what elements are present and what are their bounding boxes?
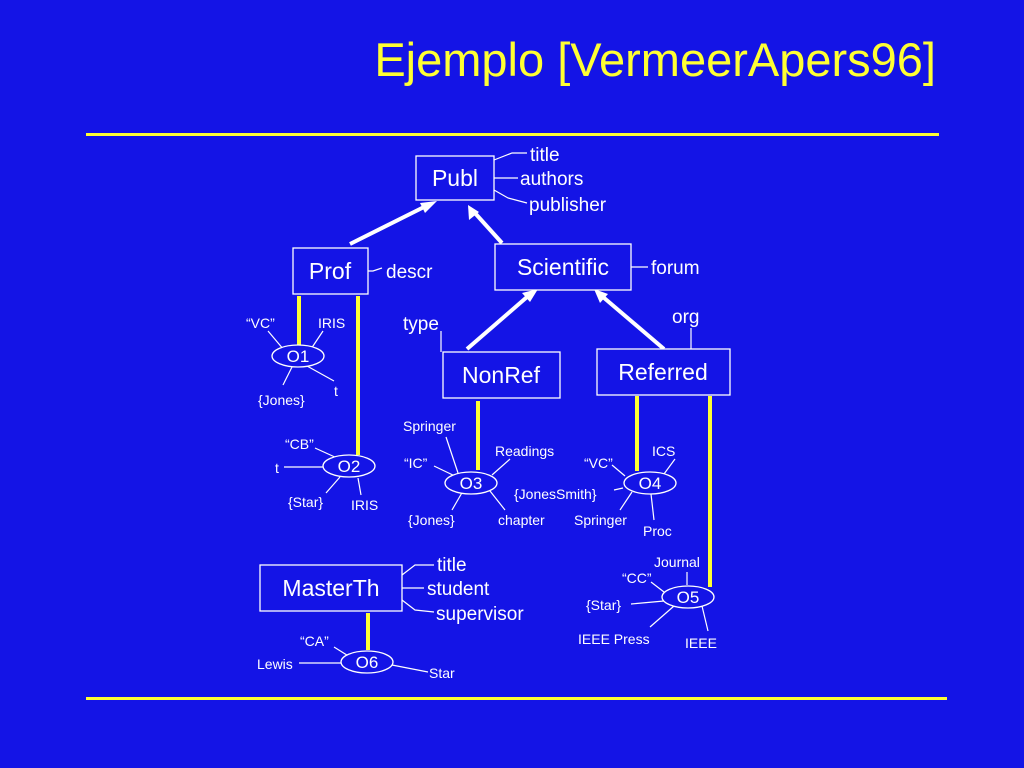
attr-nonref-type: type — [403, 314, 439, 335]
o3-value: {Jones} — [408, 512, 455, 528]
class-referred: Referred — [596, 348, 731, 396]
o2-value: t — [275, 460, 279, 476]
o6-value: “CA” — [300, 633, 329, 649]
o4-value: {JonesSmith} — [514, 486, 597, 502]
object-o4-label: O4 — [639, 474, 662, 493]
o4-value: Proc — [643, 523, 672, 539]
o3-value: chapter — [498, 512, 545, 528]
object-o1: O1 — [271, 344, 325, 368]
class-scientific: Scientific — [494, 243, 632, 291]
o1-value: IRIS — [318, 315, 345, 331]
class-masterth: MasterTh — [259, 564, 403, 612]
class-nonref-label: NonRef — [462, 362, 541, 388]
o4-value: “VC” — [584, 455, 613, 471]
isa-arrow-scientific-publ — [468, 205, 504, 245]
o6-value: Star — [429, 665, 455, 681]
isa-arrow-prof-publ — [349, 201, 437, 246]
class-publ: Publ — [415, 155, 495, 201]
o5-value: {Star} — [586, 597, 621, 613]
attr-prof-descr: descr — [386, 262, 433, 283]
o4-value: Springer — [574, 512, 627, 528]
attr-masterth-title: title — [437, 555, 467, 576]
o5-value: IEEE Press — [578, 631, 650, 647]
attr-publ-authors: authors — [520, 169, 583, 190]
object-o6: O6 — [340, 650, 394, 674]
o5-value: IEEE — [685, 635, 717, 651]
object-o5-label: O5 — [677, 588, 700, 607]
o5-value: “CC” — [622, 570, 652, 586]
class-prof: Prof — [292, 247, 369, 295]
class-masterth-label: MasterTh — [282, 575, 379, 601]
o2-value: {Star} — [288, 494, 323, 510]
object-o2: O2 — [322, 454, 376, 478]
o6-value: Lewis — [257, 656, 293, 672]
class-prof-label: Prof — [309, 258, 352, 284]
object-o5: O5 — [661, 585, 715, 609]
isa-arrow-nonref-scientific — [465, 289, 538, 351]
o5-value: Journal — [654, 554, 700, 570]
o2-value: IRIS — [351, 497, 378, 513]
object-o1-label: O1 — [287, 347, 310, 366]
class-referred-label: Referred — [618, 359, 707, 385]
o3-value: “IC” — [404, 455, 428, 471]
class-nonref: NonRef — [442, 351, 561, 399]
attr-referred-org: org — [672, 307, 699, 328]
slide-title: Ejemplo [VermeerApers96] — [374, 33, 936, 86]
object-o3-label: O3 — [460, 474, 483, 493]
o3-value: Readings — [495, 443, 554, 459]
attr-publ-title: title — [530, 145, 560, 166]
o1-value: t — [334, 383, 338, 399]
class-scientific-label: Scientific — [517, 254, 609, 280]
class-publ-label: Publ — [432, 165, 478, 191]
o1-value: “VC” — [246, 315, 275, 331]
object-o2-label: O2 — [338, 457, 361, 476]
attr-masterth-student: student — [427, 579, 490, 600]
bottom-divider — [86, 697, 947, 700]
object-o4: O4 — [623, 471, 677, 495]
attr-publ-publisher: publisher — [529, 195, 607, 216]
o1-value: {Jones} — [258, 392, 305, 408]
o2-value: “CB” — [285, 436, 314, 452]
isa-arrow-referred-scientific — [594, 289, 666, 351]
object-o6-label: O6 — [356, 653, 379, 672]
o4-value: ICS — [652, 443, 675, 459]
attr-masterth-supervisor: supervisor — [436, 604, 524, 625]
attribute-connectors — [267, 152, 709, 673]
top-divider — [86, 133, 939, 136]
o3-value: Springer — [403, 418, 456, 434]
object-o3: O3 — [444, 471, 498, 495]
attr-scientific-forum: forum — [651, 258, 700, 279]
